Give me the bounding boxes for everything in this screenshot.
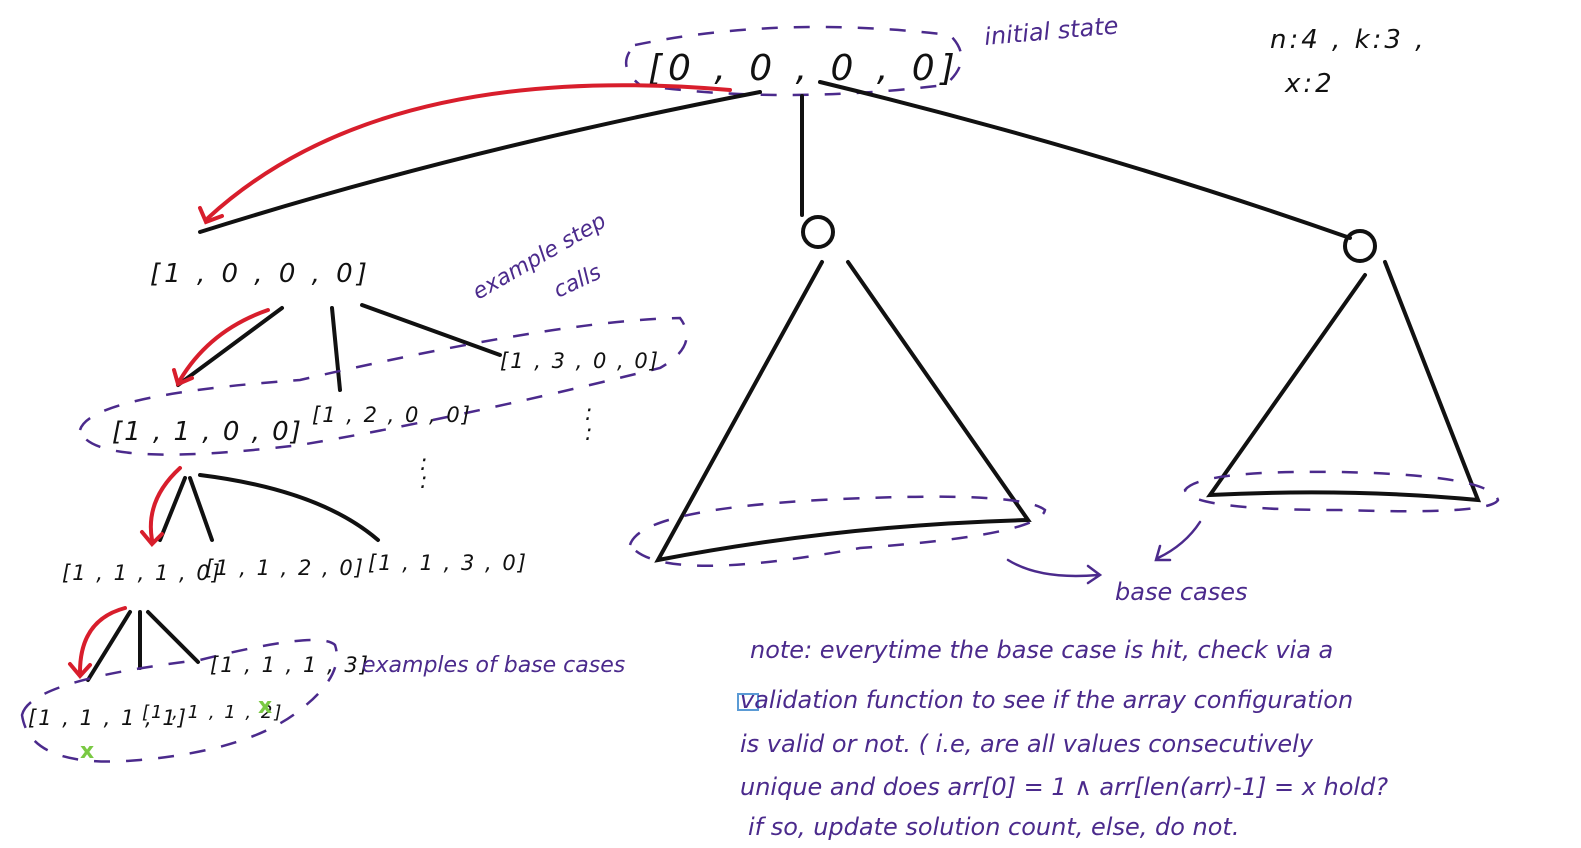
level4-node-2: [1 , 1 , 1 , 2] [142,702,283,723]
recursion-arrow-1-head [198,206,224,225]
params-line-2: x:2 [1284,69,1335,99]
invalid-mark-2: x [258,694,272,719]
right-base-cases-outline [1183,470,1500,513]
recursion-arrow-1 [206,83,732,220]
edge-l1-to-l2-a [176,306,284,387]
recursion-arrow-3 [148,466,182,542]
level4-dashed-outline [20,638,339,763]
level2-node-3: [1 , 3 , 0 , 0] [500,349,660,373]
edge-l1-to-l2-b [330,306,342,392]
base-case-examples-annotation: examples of base cases [362,653,625,678]
note-line-2: validation function to see if the array … [740,686,1353,714]
recursion-arrow-4 [78,606,127,674]
level2-node-2: [1 , 2 , 0 , 0] [312,403,472,427]
ellipsis-level2-right-b: : [585,421,592,446]
recursion-arrow-2 [178,308,270,382]
step-calls-annotation-line2: calls [550,260,605,303]
base-cases-label: base cases [1115,578,1248,606]
note-line-4: unique and does arr[0] = 1 ∧ arr[len(arr… [740,773,1388,801]
right-subtree-triangle [1206,260,1482,503]
text-cursor-box[interactable] [737,693,759,711]
note-line-3: is valid or not. ( i.e, are all values c… [740,730,1314,758]
middle-subtree-node [801,215,835,249]
validation-note: note: everytime the base case is hit, ch… [740,636,1388,841]
ellipsis-level2-b: : [420,469,427,494]
edge-l2-to-l3-c [198,473,380,542]
edge-l3-to-l4-a [86,610,132,682]
edge-l2-to-l3-b [188,476,214,542]
level4-node-3: [1 , 1 , 1 , 3] [210,653,370,677]
base-cases-arrow-right [1154,520,1202,562]
edge-root-to-right-subtree [818,80,1352,240]
root-node: [0 , 0 , 0 , 0] [648,48,961,89]
base-cases-arrow-left [1006,558,1103,585]
edge-l3-to-l4-c [146,610,200,664]
params-line-1: n:4 , k:3 , [1270,25,1426,55]
recursion-arrow-3-head [140,530,164,547]
level4-node-1: [1 , 1 , 1 , 1] [28,706,188,730]
note-line-1: note: everytime the base case is hit, ch… [750,636,1333,664]
invalid-mark-1: x [80,739,94,764]
level1-node: [1 , 0 , 0 , 0] [150,259,371,289]
right-subtree-node [1343,229,1377,263]
root-annotation: initial state [983,11,1119,51]
edge-l2-to-l3-a [158,476,187,542]
ellipsis-level2: : [420,451,427,476]
level3-node-1: [1 , 1 , 1 , 0] [62,561,222,585]
middle-base-cases-outline [628,495,1047,567]
recursion-arrow-2-head [172,368,194,387]
edge-l1-to-l2-c [360,303,502,357]
level2-node-1: [1 , 1 , 0 , 0] [112,417,303,447]
recursion-arrow-4-head [68,662,92,680]
note-line-5: if so, update solution count, else, do n… [748,813,1239,841]
ellipsis-level2-right: : [585,401,592,426]
step-calls-annotation-line1: example step [469,209,611,305]
level3-node-3: [1 , 1 , 3 , 0] [368,551,528,575]
level2-dashed-outline [78,316,688,456]
edge-root-to-level1 [198,90,762,234]
middle-subtree-triangle [654,260,1032,563]
level3-node-2: [1 , 1 , 2 , 0] [205,556,365,580]
